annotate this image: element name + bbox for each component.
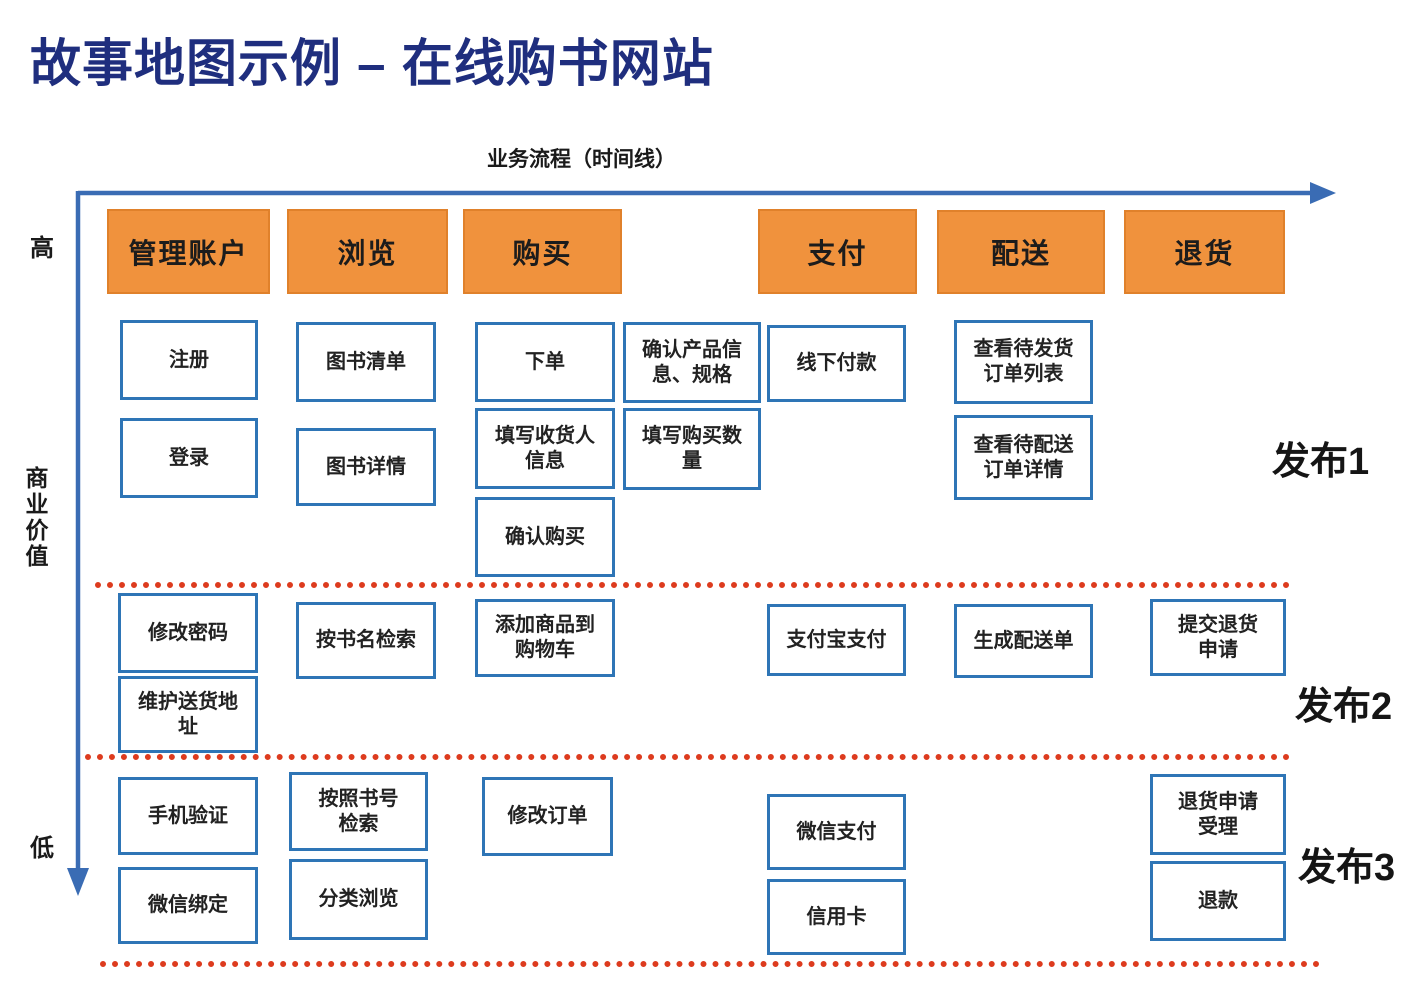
release-divider-2 <box>85 754 1290 760</box>
story-alipay-payment: 支付宝支付 <box>767 604 906 676</box>
activity-browse: 浏览 <box>287 209 448 294</box>
story-confirm-product-info-spec: 确认产品信息、规格 <box>623 322 761 403</box>
activity-returns: 退货 <box>1124 210 1285 294</box>
story-maintain-delivery-address: 维护送货地址 <box>118 676 258 753</box>
story-book-detail: 图书详情 <box>296 428 436 506</box>
story-add-to-cart: 添加商品到购物车 <box>475 599 615 677</box>
story-login: 登录 <box>120 418 258 498</box>
story-fill-recipient-info: 填写收货人信息 <box>475 408 615 489</box>
value-axis-label: 商业价值 <box>22 466 48 570</box>
activity-manage-account: 管理账户 <box>107 209 270 294</box>
story-phone-verification: 手机验证 <box>118 777 258 855</box>
activity-delivery: 配送 <box>937 210 1105 294</box>
story-view-pending-shipment-order-list: 查看待发货订单列表 <box>954 320 1093 404</box>
story-modify-order: 修改订单 <box>482 777 613 856</box>
page-title: 故事地图示例 – 在线购书网站 <box>30 35 714 92</box>
story-confirm-purchase: 确认购买 <box>475 497 615 577</box>
release-3-label: 发布3 <box>1298 847 1396 889</box>
story-wechat-binding: 微信绑定 <box>118 867 258 944</box>
story-browse-by-category: 分类浏览 <box>289 859 428 940</box>
story-return-request-acceptance: 退货申请受理 <box>1150 774 1286 855</box>
story-register: 注册 <box>120 320 258 400</box>
release-2-label: 发布2 <box>1295 686 1393 728</box>
story-search-by-book-title: 按书名检索 <box>296 602 436 679</box>
timeline-arrow <box>78 182 1336 204</box>
story-submit-return-request: 提交退货申请 <box>1150 599 1286 676</box>
story-change-password: 修改密码 <box>118 593 258 673</box>
value-axis-high-label: 高 <box>30 235 54 262</box>
story-wechat-payment: 微信支付 <box>767 794 906 870</box>
release-1-label: 发布1 <box>1272 441 1370 483</box>
story-offline-payment: 线下付款 <box>767 325 906 402</box>
story-refund: 退款 <box>1150 861 1286 941</box>
value-axis-arrow <box>67 191 89 896</box>
value-axis-low-label: 低 <box>30 835 54 862</box>
story-place-order: 下单 <box>475 322 615 402</box>
activity-payment: 支付 <box>758 209 917 294</box>
story-fill-purchase-quantity: 填写购买数量 <box>623 408 761 490</box>
activity-purchase: 购买 <box>463 209 622 294</box>
release-divider-1 <box>95 582 1290 588</box>
story-generate-delivery-slip: 生成配送单 <box>954 604 1093 678</box>
story-book-list: 图书清单 <box>296 322 436 402</box>
release-divider-3 <box>100 961 1320 967</box>
story-view-pending-delivery-order-detail: 查看待配送订单详情 <box>954 415 1093 500</box>
story-credit-card: 信用卡 <box>767 879 906 955</box>
story-search-by-book-number: 按照书号检索 <box>289 772 428 851</box>
timeline-axis-label: 业务流程（时间线） <box>487 148 676 171</box>
